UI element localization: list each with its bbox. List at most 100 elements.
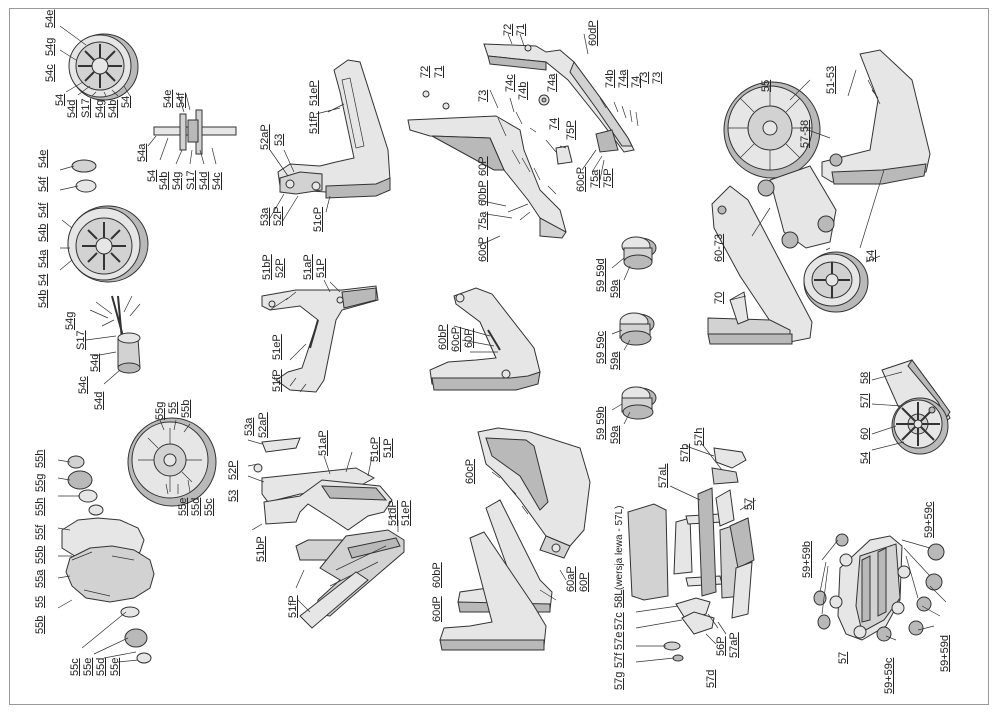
label-60cP-c: 60cP — [450, 326, 462, 352]
label-51P-mid: 51P — [315, 258, 327, 278]
label-51eP-mid: 51eP — [271, 334, 283, 360]
label-55-sprocket: 55 — [167, 401, 179, 414]
label-54c: 54c — [44, 64, 56, 82]
label-72-a: 72 — [419, 65, 431, 78]
label-54b-left-b: 54b — [37, 289, 49, 308]
label-54d-axle: 54d — [198, 171, 210, 190]
label-55: 55 — [34, 595, 46, 608]
label-54g-axle: 54g — [171, 171, 183, 190]
label-55-main: 55 — [760, 79, 772, 92]
label-57g: 57g — [613, 671, 625, 690]
label-S17: S17 — [80, 98, 92, 118]
label-57h: 57h — [693, 427, 705, 446]
label-54f-axle: 54f — [175, 92, 187, 108]
label-73-a: 73 — [477, 89, 489, 102]
main-assembly-overview — [707, 49, 931, 345]
label-52P-mid: 52P — [274, 258, 286, 278]
label-55b-sprocket: 55b — [180, 399, 192, 418]
label-51dP-exploded: 51dP — [387, 500, 399, 526]
label-51aP-exploded: 51aP — [317, 430, 329, 456]
label-55e-b: 55e — [109, 657, 121, 676]
label-54c-axle: 54c — [211, 172, 223, 190]
frame-part-51-middle — [261, 279, 379, 393]
label-59-59d: 59 59d — [595, 258, 607, 292]
label-S17-axle: S17 — [185, 170, 197, 190]
bracket-60-assembly — [407, 89, 573, 247]
label-60P-c: 60P — [463, 328, 475, 348]
label-53a-top: 53a — [259, 207, 271, 226]
label-53-exploded: 53 — [227, 489, 239, 502]
label-75a-b: 75a — [589, 169, 601, 188]
label-60bP-a: 60bP — [477, 180, 489, 206]
label-57-58-main: 57-58 — [799, 119, 811, 148]
label-51cP-exploded: 51cP — [369, 436, 381, 462]
label-51-53-main: 51-53 — [825, 65, 837, 94]
label-57f: 57f — [613, 652, 625, 668]
label-54: 54 — [54, 93, 66, 106]
label-59-59b-base: 59+59b — [801, 540, 813, 578]
label-54-axle: 54 — [146, 169, 158, 182]
label-71-a: 71 — [433, 65, 445, 78]
label-58L: 58L — [613, 589, 625, 608]
parts-57 — [627, 443, 757, 663]
bracket-60-right — [483, 33, 639, 181]
label-73-c: 73 — [651, 71, 663, 84]
label-59-59b: 59 59b — [595, 406, 607, 440]
label-55f: 55f — [34, 524, 46, 540]
label-60dP-b: 60dP — [587, 20, 599, 46]
label-56P: 56P — [715, 636, 727, 656]
label-54-main: 54 — [865, 249, 877, 262]
label-54b: 54b — [107, 99, 119, 118]
label-S17-small: S17 — [75, 330, 87, 350]
label-55h-b: 55h — [34, 497, 46, 516]
label-52P-top: 52P — [272, 206, 284, 226]
label-54g-b: 54g — [94, 99, 106, 118]
label-55e-sprocket: 55e — [177, 497, 189, 516]
label-73-b: 73 — [638, 71, 650, 84]
label-55d-sprocket: 55d — [190, 497, 202, 516]
label-60aP-d: 60aP — [565, 566, 577, 592]
label-52aP-top: 52aP — [259, 124, 271, 150]
label-55g: 55g — [34, 473, 46, 492]
label-57aP: 57aP — [728, 632, 740, 658]
label-55d: 55d — [95, 657, 107, 676]
label-54d-small-b: 54d — [93, 391, 105, 410]
label-57d: 57d — [705, 669, 717, 688]
frame-part-51-top — [269, 59, 391, 223]
label-70-main: 70 — [713, 291, 725, 304]
label-60cP-a: 60cP — [477, 236, 489, 262]
label-75P-a: 75P — [565, 120, 577, 140]
axle-small-parts — [85, 295, 141, 385]
label-60dP-d: 60dP — [431, 596, 443, 622]
label-75a-a: 75a — [477, 211, 489, 230]
label-60bP-d: 60bP — [431, 562, 443, 588]
label-58-wheel: 58 — [859, 371, 871, 384]
label-55a: 55a — [34, 569, 46, 588]
label-72-b: 72 — [502, 23, 514, 36]
label-71-b: 71 — [515, 23, 527, 36]
label-60-wheel: 60 — [859, 427, 871, 440]
label-59-59c-base: 59+59c — [923, 501, 935, 538]
label-51fP-mid: 51fP — [271, 369, 283, 392]
label-55e: 55e — [82, 657, 94, 676]
label-54b-axle: 54b — [158, 171, 170, 190]
label-74-a: 74 — [548, 117, 560, 130]
label-52aP-exploded: 52aP — [257, 412, 269, 438]
label-74c-a: 74c — [504, 74, 516, 92]
label-59-59d-base: 59+59d — [939, 634, 951, 672]
label-54f-left-b: 54f — [37, 202, 49, 218]
label-60P-d: 60P — [578, 572, 590, 592]
label-54c-small: 54c — [77, 376, 89, 394]
label-59a-1: 59a — [609, 279, 621, 298]
axle-assembly-54 — [147, 93, 237, 165]
label-57b: 57b — [679, 443, 691, 462]
label-60bP-c: 60bP — [437, 324, 449, 350]
wheel-54-top — [59, 25, 139, 101]
label-54a-left: 54a — [37, 249, 49, 268]
label-55b-b: 55b — [34, 615, 46, 634]
label-52P-exploded: 52P — [227, 460, 239, 480]
label-54-b: 54 — [120, 95, 132, 108]
label-51eP-exploded: 51eP — [400, 500, 412, 526]
sprocket-55-exploded — [57, 455, 155, 664]
label-57-base: 57 — [837, 651, 849, 664]
